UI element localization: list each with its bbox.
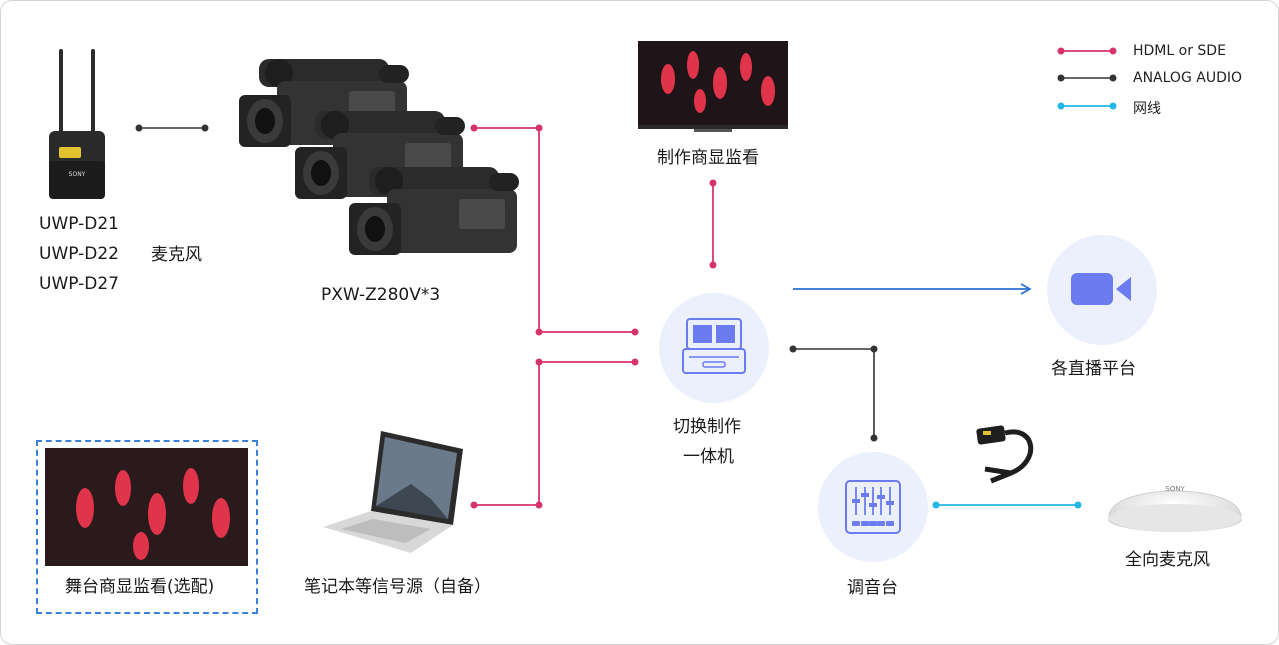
laptop-label: 笔记本等信号源（自备） xyxy=(304,577,491,597)
mic-model-1: UWP-D21 xyxy=(39,214,119,234)
svg-text:SONY: SONY xyxy=(69,171,86,178)
mic-to-camera-line xyxy=(135,124,209,132)
platform-label: 各直播平台 xyxy=(1051,359,1136,379)
switcher-to-monitor-line xyxy=(709,179,717,269)
producer-monitor-label: 制作商显监看 xyxy=(657,148,759,168)
mic-label: 麦克风 xyxy=(151,245,202,265)
mic-model-3: UWP-D27 xyxy=(39,274,119,294)
legend-audio: ANALOG AUDIO xyxy=(1133,70,1242,86)
ceiling-mic-icon: SONY xyxy=(1108,485,1242,532)
ceiling-mic-label: 全向麦克风 xyxy=(1125,550,1210,570)
stage-monitor-thumbnail xyxy=(45,448,248,566)
legend-network: 网线 xyxy=(1133,101,1161,117)
camera-label: PXW-Z280V*3 xyxy=(321,285,441,305)
switcher-icon xyxy=(682,318,746,374)
svg-text:SONY: SONY xyxy=(1165,485,1185,493)
video-camera-icon xyxy=(1071,273,1131,305)
mixer-to-ceiling-mic-line xyxy=(932,501,1082,509)
optional-group-border xyxy=(36,440,258,614)
laptop-icon xyxy=(323,431,463,553)
switcher-label-line1: 切换制作 xyxy=(673,417,741,437)
producer-monitor-thumbnail xyxy=(638,41,788,132)
mic-model-2: UWP-D22 xyxy=(39,244,119,264)
switcher-to-mixer-line xyxy=(789,345,878,442)
switcher-label-line2: 一体机 xyxy=(683,447,734,467)
legend-hdmi: HDML or SDE xyxy=(1133,43,1226,59)
legend-swatches xyxy=(1057,47,1117,110)
stage-monitor-label: 舞台商显监看(选配) xyxy=(65,577,215,597)
audio-cable-icon xyxy=(976,425,1033,484)
mixer-icon xyxy=(845,480,901,534)
camera-group-icon xyxy=(239,59,519,255)
wireless-receiver-icon: SONY xyxy=(49,49,105,199)
camera-to-switcher-line xyxy=(474,127,635,333)
mixer-label: 调音台 xyxy=(847,578,898,598)
laptop-to-switcher-line xyxy=(474,361,635,506)
